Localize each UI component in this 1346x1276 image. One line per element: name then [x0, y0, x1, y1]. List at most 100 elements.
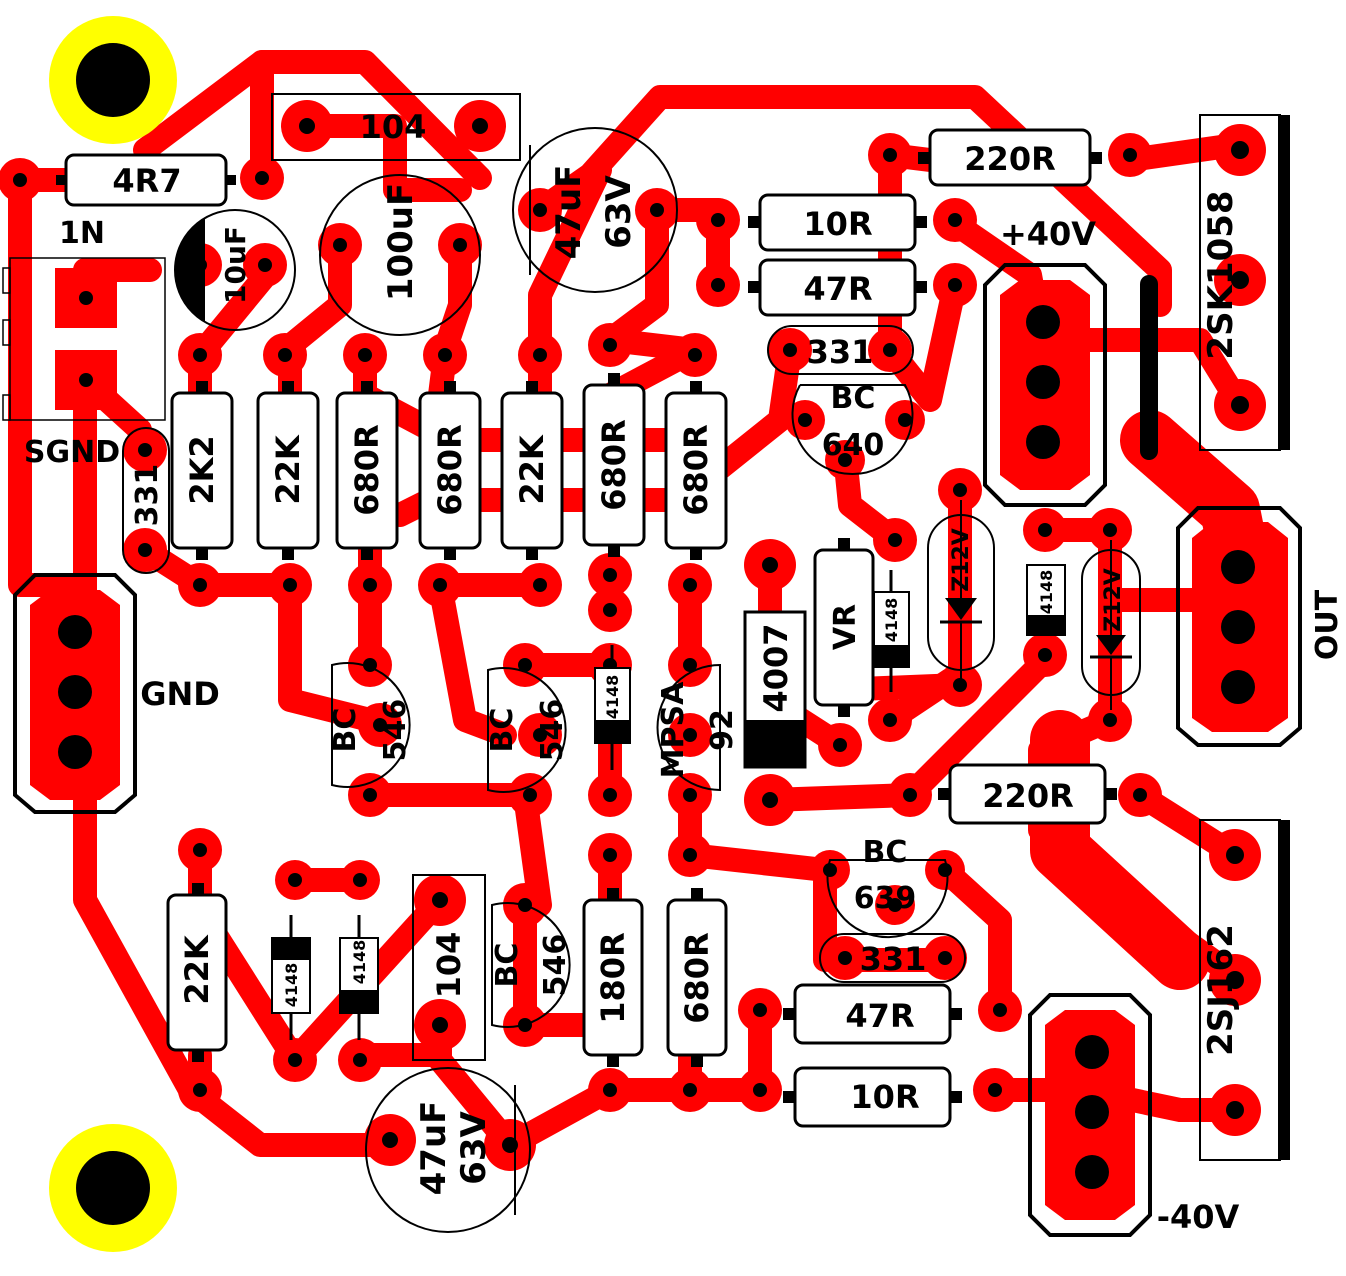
label-vr: VR	[828, 604, 863, 650]
label-180r: 180R	[594, 932, 632, 1023]
resistor-10r-top	[748, 193, 927, 252]
label-sgnd: SGND	[24, 435, 120, 470]
label-mpsa-a: MPSA	[656, 681, 691, 778]
label-bc546-b2: 546	[535, 699, 570, 762]
resistor-4r7	[56, 153, 236, 207]
label-mpsa-b: 92	[705, 709, 740, 751]
label-4148-bm: 4148	[350, 940, 369, 985]
capacitor-47uf-bot	[365, 1067, 531, 1233]
label-220r-top: 220R	[964, 140, 1055, 178]
zener-1	[927, 500, 995, 680]
label-220r-mid: 220R	[982, 777, 1073, 815]
diode-4148-mid	[594, 645, 631, 770]
capacitor-104-bot	[412, 874, 486, 1061]
label-bc546-a1: BC	[328, 708, 363, 753]
capacitor-104-top	[271, 93, 521, 161]
label-4148-vr: 4148	[882, 598, 901, 643]
resistor-680r-e	[666, 888, 728, 1067]
diode-4148-bl	[271, 915, 311, 1040]
mosfet-2sk1058	[1140, 114, 1290, 460]
label-2sk1058: 2SK1058	[1201, 190, 1241, 359]
label-47r-top: 47R	[803, 270, 872, 308]
resistor-680r-c	[582, 373, 646, 557]
label-331-left: 331	[130, 464, 165, 527]
resistor-47r-top	[748, 258, 927, 317]
resistor-10r-bot	[783, 1066, 962, 1128]
resistor-22k-c	[166, 883, 228, 1062]
label-bc640-a: BC	[831, 381, 876, 416]
label-4007: 4007	[757, 623, 795, 712]
label-10r-bot: 10R	[850, 1078, 919, 1116]
label-plus40v: +40V	[1000, 215, 1096, 253]
label-331-top: 331	[807, 333, 874, 371]
label-bc639-a: BC	[863, 835, 908, 870]
label-680r-d: 680R	[677, 424, 715, 515]
label-100uf: 100uF	[381, 183, 421, 301]
resistor-680r-b	[418, 381, 482, 560]
label-47r-bot: 47R	[845, 997, 914, 1035]
label-10r-top: 10R	[803, 205, 872, 243]
label-104-top: 104	[360, 108, 427, 146]
mosfet-2sj162	[1199, 819, 1290, 1161]
label-bc639-b: 639	[854, 881, 917, 916]
diode-4148-bm	[339, 915, 379, 1040]
capacitor-47uf-top	[512, 127, 678, 293]
resistor-47r-bot	[783, 983, 962, 1045]
input-jack	[2, 257, 166, 421]
resistor-220r-mid	[938, 763, 1117, 825]
resistor-180r	[582, 888, 644, 1067]
resistor-22k-b	[500, 381, 564, 560]
capacitor-100uf	[319, 174, 481, 336]
mount-hole-top	[49, 16, 177, 144]
minus40v-connector	[1028, 993, 1152, 1237]
out-connector	[1176, 506, 1302, 747]
label-22k-b: 22K	[513, 434, 551, 505]
label-331-bot: 331	[860, 940, 927, 978]
label-63v-top: 63V	[599, 175, 639, 249]
label-680r-a: 680R	[348, 424, 386, 515]
label-104-bot: 104	[430, 932, 468, 999]
label-2k2: 2K2	[183, 435, 221, 504]
label-680r-e: 680R	[678, 932, 716, 1023]
label-22k-a: 22K	[269, 434, 307, 505]
label-47uf-bot: 47uF	[414, 1101, 454, 1196]
label-4r7: 4R7	[112, 162, 181, 200]
resistor-680r-d	[664, 381, 728, 560]
label-bc546-c2: 546	[538, 934, 573, 997]
diode-4148-out	[1026, 564, 1066, 636]
label-zener-1: Z12V	[949, 528, 974, 592]
pads	[0, 100, 1266, 1171]
label-zener-2: Z12V	[1101, 568, 1126, 632]
capacitor-10uf	[174, 209, 296, 331]
label-out: OUT	[1310, 589, 1345, 660]
label-22k-c: 22K	[178, 934, 216, 1005]
label-bc546-c1: BC	[490, 943, 525, 988]
transistor-bc640	[791, 384, 914, 475]
label-bc640-b: 640	[822, 428, 885, 463]
transistor-bc546-c	[491, 902, 571, 1028]
diode-4148-vr	[873, 570, 910, 692]
capacitor-331-left	[122, 427, 170, 574]
resistor-22k-a	[256, 381, 320, 560]
label-4148-bl: 4148	[282, 963, 301, 1008]
transistor-bc639	[826, 859, 949, 939]
capacitor-331-bot	[819, 933, 966, 983]
transistor-mpsa92	[656, 663, 721, 792]
label-bc546-b1: BC	[485, 708, 520, 753]
resistor-2k2	[170, 381, 234, 560]
label-minus40v: -40V	[1157, 1198, 1240, 1236]
gnd-connector	[13, 573, 137, 814]
label-680r-b: 680R	[431, 424, 469, 515]
resistor-680r-a	[335, 381, 399, 560]
resistor-220r-top	[918, 128, 1102, 187]
label-63v-bot: 63V	[454, 1111, 494, 1185]
transistor-bc546-b	[487, 667, 567, 793]
label-4148-mid: 4148	[603, 675, 622, 720]
labels: 4R7 104 100uF 47uF 63V 10uF 1N SGND GND …	[24, 108, 1345, 1236]
transistor-bc546-a	[331, 662, 411, 788]
zener-2	[1081, 540, 1141, 710]
label-in: 1N	[59, 216, 105, 251]
label-bc546-a2: 546	[378, 699, 413, 762]
diode-4007	[743, 610, 807, 769]
